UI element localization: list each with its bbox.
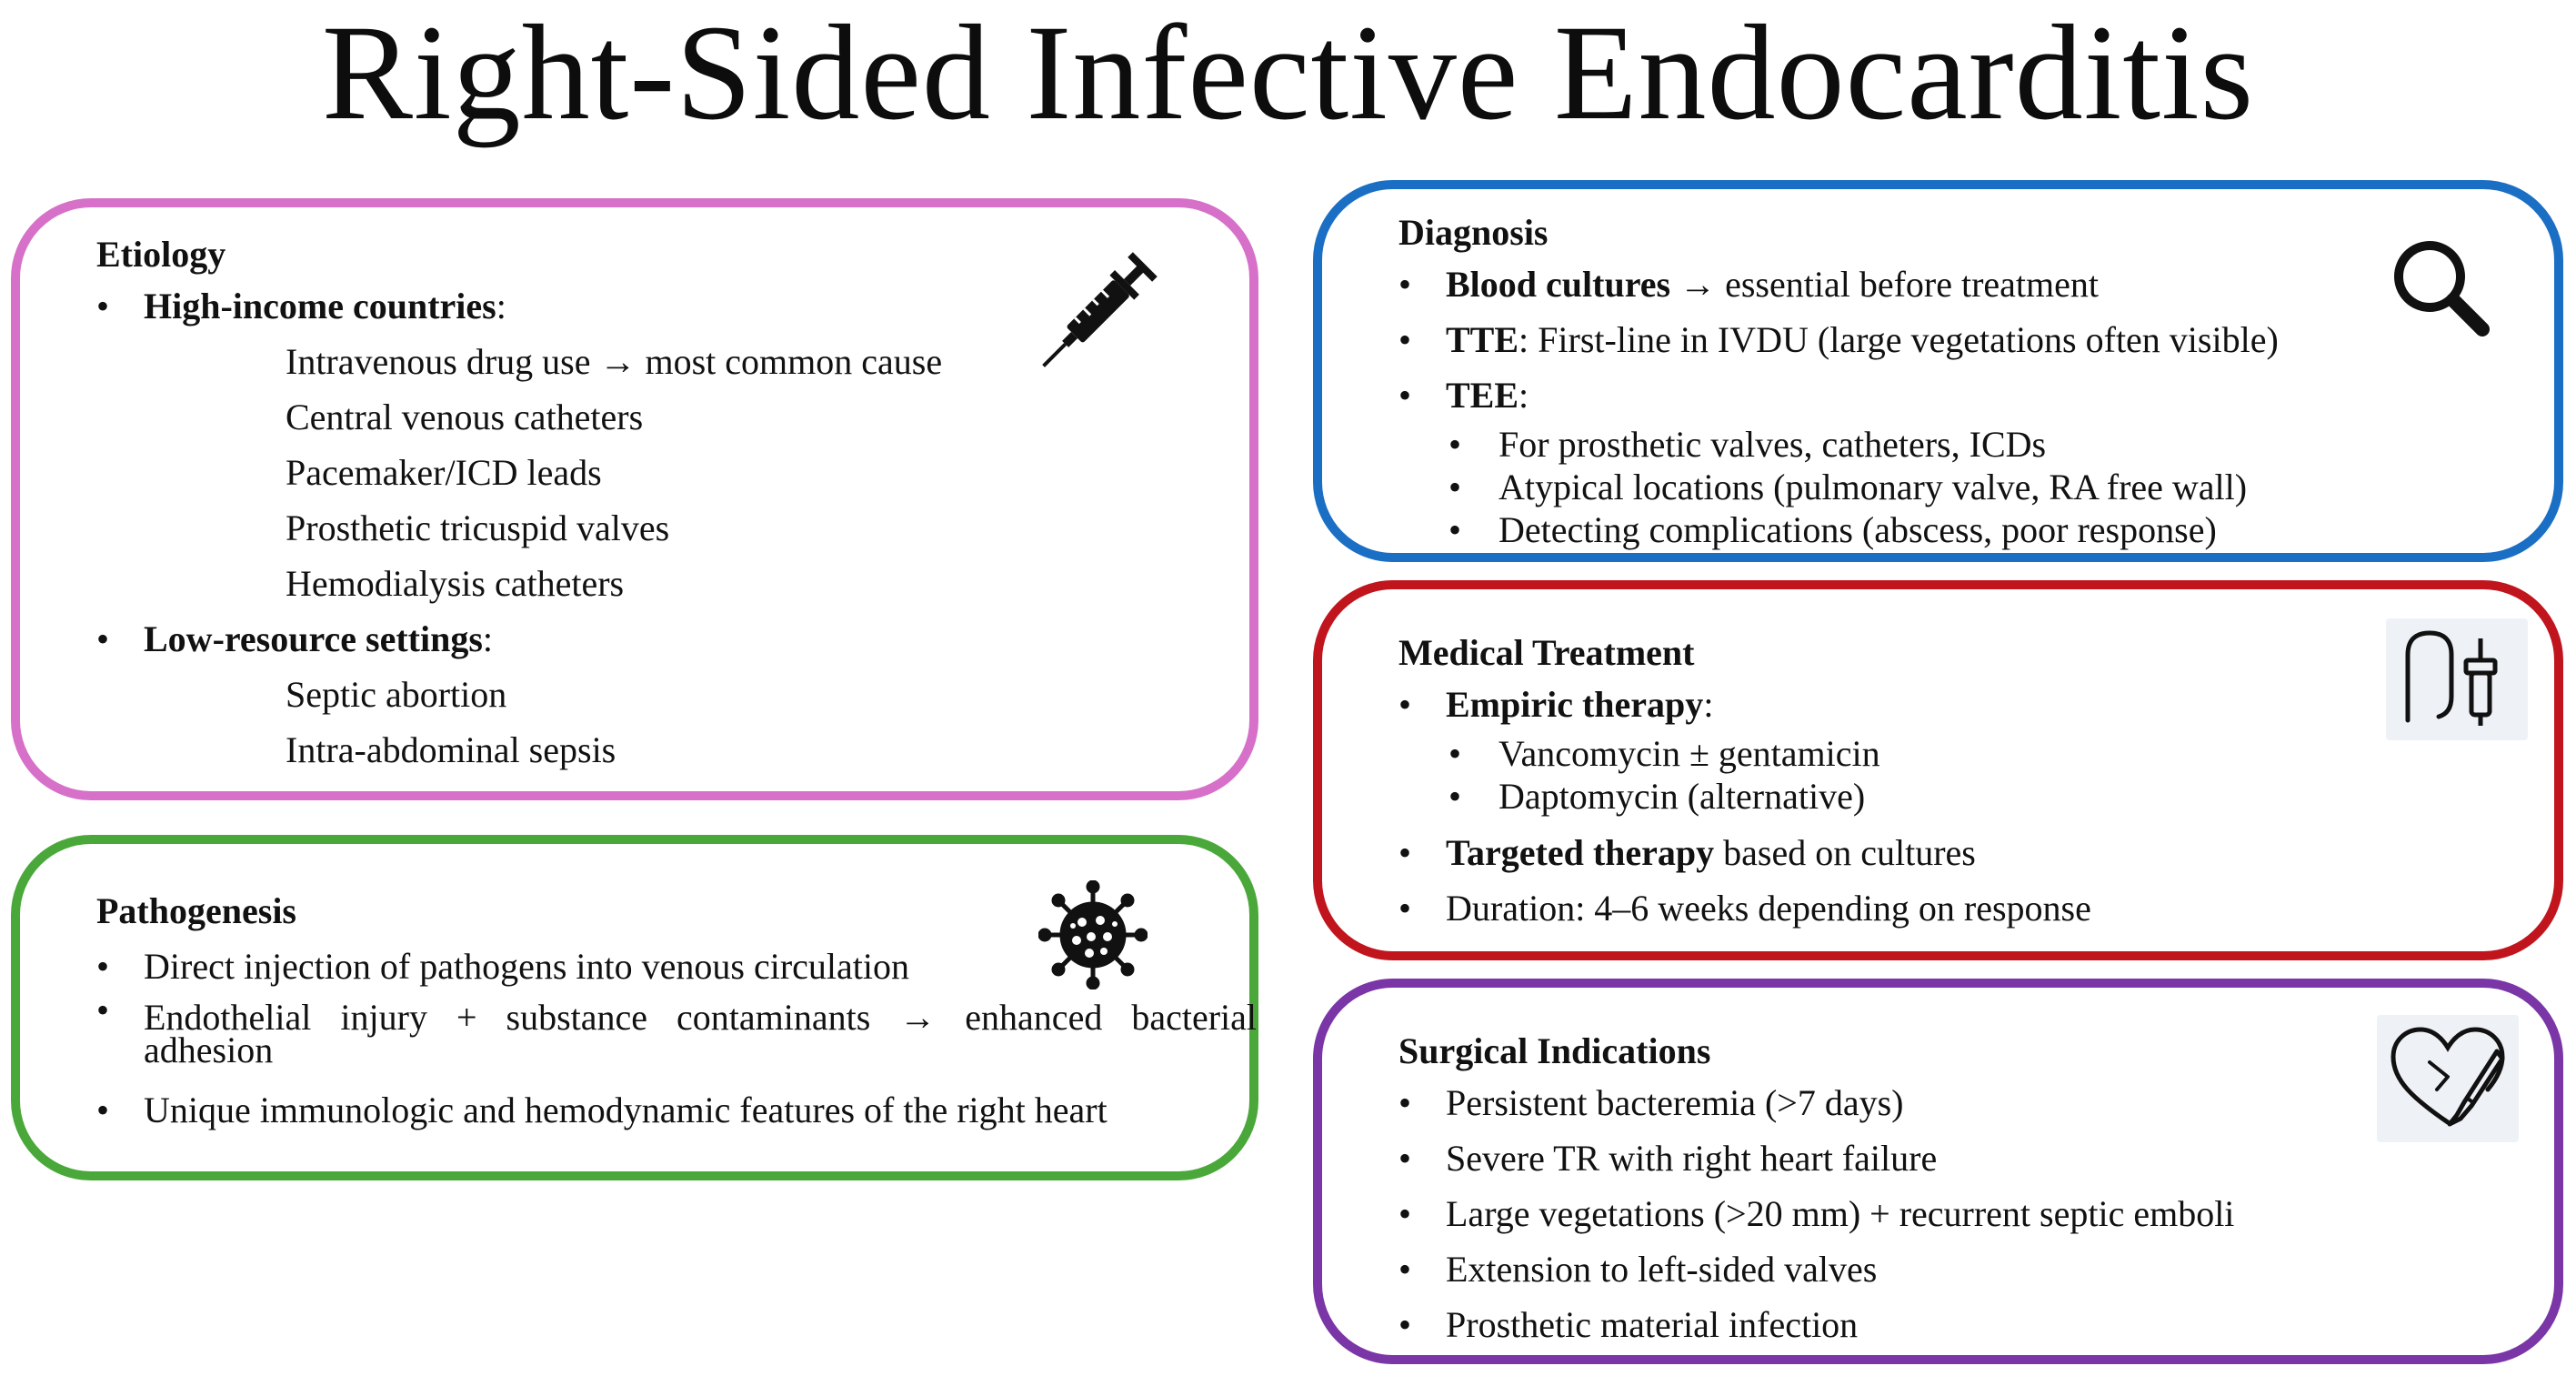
item-label: TTE (1446, 319, 1519, 360)
list-item-line: Endothelial injury + substance contamina… (144, 997, 1257, 1038)
item-label: Targeted therapy (1446, 832, 1715, 873)
list-item: High-income countries: (96, 278, 942, 334)
etiology-panel: Etiology High-income countries: Intraven… (11, 198, 1258, 800)
list-item: TTE: First-line in IVDU (large vegetatio… (1398, 312, 2279, 367)
list-item: Prosthetic material infection (1398, 1297, 2234, 1352)
list-item: Persistent bacteremia (>7 days) (1398, 1075, 2234, 1130)
surgical-indications-heading: Surgical Indications (1398, 1030, 1711, 1071)
list-item: Prosthetic tricuspid valves (286, 507, 670, 548)
item-label: Blood cultures (1446, 264, 1671, 305)
etiology-list: High-income countries: Intravenous drug … (96, 278, 942, 778)
item-text: : First-line in IVDU (large vegetations … (1519, 319, 2279, 360)
list-item: Septic abortion (286, 674, 507, 715)
group-label: Low-resource settings (144, 618, 483, 659)
iv-line-icon (2386, 618, 2528, 740)
item-label: Empiric therapy (1446, 684, 1704, 725)
medical-treatment-list: Empiric therapy: Vancomycin ± gentamicin… (1398, 677, 2091, 936)
group-label-suffix: : (482, 618, 494, 659)
etiology-heading: Etiology (96, 234, 226, 275)
item-text: : (1519, 375, 1529, 416)
list-item: Hemodialysis catheters (286, 563, 625, 604)
magnifier-icon (2388, 235, 2497, 344)
pathogenesis-list: Direct injection of pathogens into venou… (96, 939, 1257, 1138)
list-item: Pacemaker/ICD leads (286, 452, 602, 493)
page-title: Right-Sided Infective Endocarditis (321, 0, 2255, 148)
list-item: Central venous catheters (286, 397, 644, 437)
medical-treatment-panel: Medical Treatment Empiric therapy: Vanco… (1313, 580, 2563, 960)
sub-list-item: Detecting complications (abscess, poor r… (1398, 508, 2279, 551)
group-label: High-income countries (144, 286, 496, 326)
list-item: Intravenous drug use → most common cause (286, 341, 943, 382)
list-item: Unique immunologic and hemodynamic featu… (96, 1082, 1257, 1138)
medical-treatment-heading: Medical Treatment (1398, 632, 1695, 673)
list-item: Blood cultures → essential before treatm… (1398, 256, 2279, 312)
list-item: Endothelial injury + substance contamina… (96, 994, 1257, 1082)
pathogenesis-heading: Pathogenesis (96, 890, 296, 931)
syringe-icon (1040, 233, 1177, 369)
list-item-line: adhesion (144, 1029, 274, 1070)
diagnosis-heading: Diagnosis (1398, 212, 1549, 253)
list-item: Duration: 4–6 weeks depending on respons… (1398, 880, 2091, 936)
item-text: based on cultures (1714, 832, 1976, 873)
sub-list-item: Atypical locations (pulmonary valve, RA … (1398, 466, 2279, 508)
list-item: Intra-abdominal sepsis (286, 729, 616, 770)
list-item: Severe TR with right heart failure (1398, 1130, 2234, 1186)
sub-list-item: For prosthetic valves, catheters, ICDs (1398, 423, 2279, 466)
sub-list-item: Daptomycin (alternative) (1398, 775, 2091, 818)
group-label-suffix: : (496, 286, 506, 326)
list-item: Targeted therapy based on cultures (1398, 825, 2091, 880)
item-text: : (1703, 684, 1714, 725)
list-item: Empiric therapy: (1398, 677, 2091, 732)
list-item: Direct injection of pathogens into venou… (96, 939, 1257, 994)
pathogenesis-panel: Pathogenesis Di (11, 835, 1258, 1180)
item-text: → essential before treatment (1670, 264, 2099, 305)
list-item: Large vegetations (>20 mm) + recurrent s… (1398, 1186, 2234, 1241)
list-item: Extension to left-sided valves (1398, 1241, 2234, 1297)
diagnosis-list: Blood cultures → essential before treatm… (1398, 256, 2279, 551)
diagnosis-panel: Diagnosis Blood cultures → essential bef… (1313, 180, 2563, 562)
list-item: TEE: (1398, 367, 2279, 423)
sub-list-item: Vancomycin ± gentamicin (1398, 732, 2091, 775)
item-label: TEE (1446, 375, 1519, 416)
surgical-indications-panel: Surgical Indications Persistent bacterem… (1313, 979, 2563, 1364)
list-item: Low-resource settings: (96, 611, 942, 667)
heart-scalpel-icon (2377, 1015, 2519, 1142)
surgical-indications-list: Persistent bacteremia (>7 days) Severe T… (1398, 1075, 2234, 1352)
